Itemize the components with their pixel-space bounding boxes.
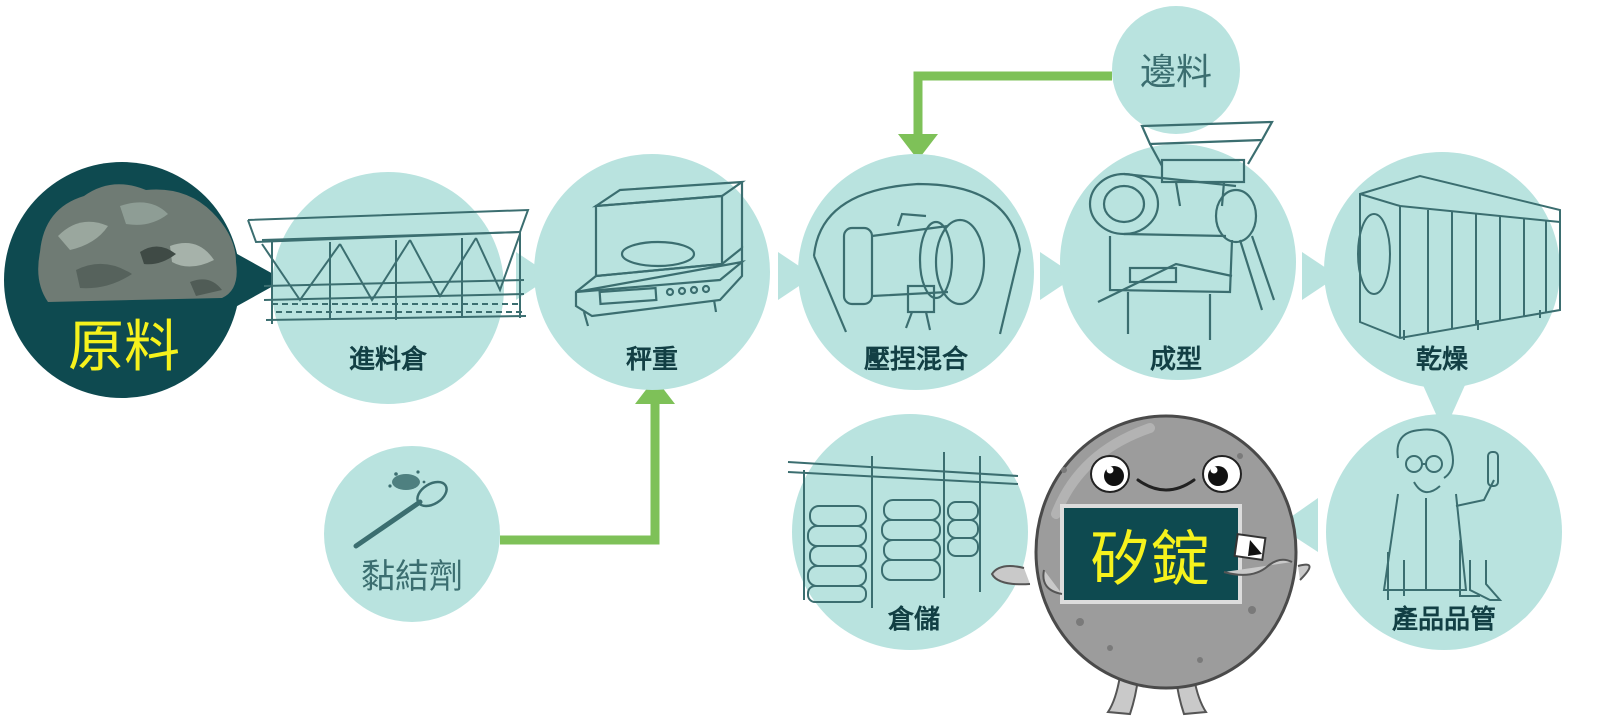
feed-hopper-icon [247, 208, 530, 324]
pointer-mix-form [1040, 252, 1076, 300]
pointer-form-dry [1302, 252, 1338, 300]
stage-binder: 黏結劑 [324, 446, 500, 622]
trim-feed-arrow [898, 71, 1112, 160]
stage-binder-label: 黏結劑 [361, 557, 463, 597]
stage-weigh: 秤重 [534, 154, 770, 390]
sign-badge [1042, 533, 1293, 595]
stage-qc-label: 產品品管 [1392, 604, 1496, 635]
ore-pile-icon [38, 184, 237, 302]
mascot-sign-text: 矽錠 [1090, 525, 1210, 595]
stage-dry: 乾燥 [1324, 152, 1561, 388]
stage-qc: 產品品管 [1326, 414, 1562, 650]
stage-raw-label: 原料 [68, 315, 180, 380]
bag-stack-right [881, 499, 941, 581]
stage-trim-label: 邊料 [1140, 52, 1212, 93]
stage-weigh-label: 秤重 [626, 345, 678, 375]
mascot-eyes [1090, 455, 1242, 493]
stage-trim: 邊料 [1112, 6, 1240, 134]
stage-form: 成型 [1060, 120, 1296, 380]
mascot: 矽錠 [990, 414, 1311, 716]
flow-pointers [516, 252, 1470, 552]
stage-dry-label: 乾燥 [1416, 345, 1469, 375]
mixer-icon [812, 182, 1022, 335]
bag-stack-left [807, 505, 867, 603]
pointer-qc-store [1278, 498, 1318, 552]
stage-mix: 壓捏混合 [798, 154, 1034, 390]
scientist-icon [1382, 428, 1503, 601]
stage-raw: 原料 [4, 162, 284, 398]
mascot-sign: 矽錠 [1060, 504, 1242, 604]
drying-oven-icon [1357, 174, 1561, 340]
warehouse-rack-icon [787, 452, 1019, 608]
pointer-hopper-weigh [516, 252, 552, 300]
stage-form-label: 成型 [1150, 345, 1202, 375]
bag-stack-back [947, 501, 979, 557]
stage-mix-label: 壓捏混合 [864, 344, 969, 375]
stage-store: 倉儲 [787, 414, 1028, 650]
briquette-press-icon [1088, 120, 1276, 340]
binder-feed-arrow [500, 378, 675, 545]
pointer-dry-qc [1418, 374, 1470, 432]
stage-hopper: 進料倉 [247, 172, 530, 404]
spoon-powder-icon [353, 470, 448, 549]
stage-hopper-label: 進料倉 [349, 344, 428, 375]
pointer-weigh-mix [778, 252, 814, 300]
scale-icon [574, 180, 746, 327]
stage-store-label: 倉儲 [887, 604, 940, 635]
